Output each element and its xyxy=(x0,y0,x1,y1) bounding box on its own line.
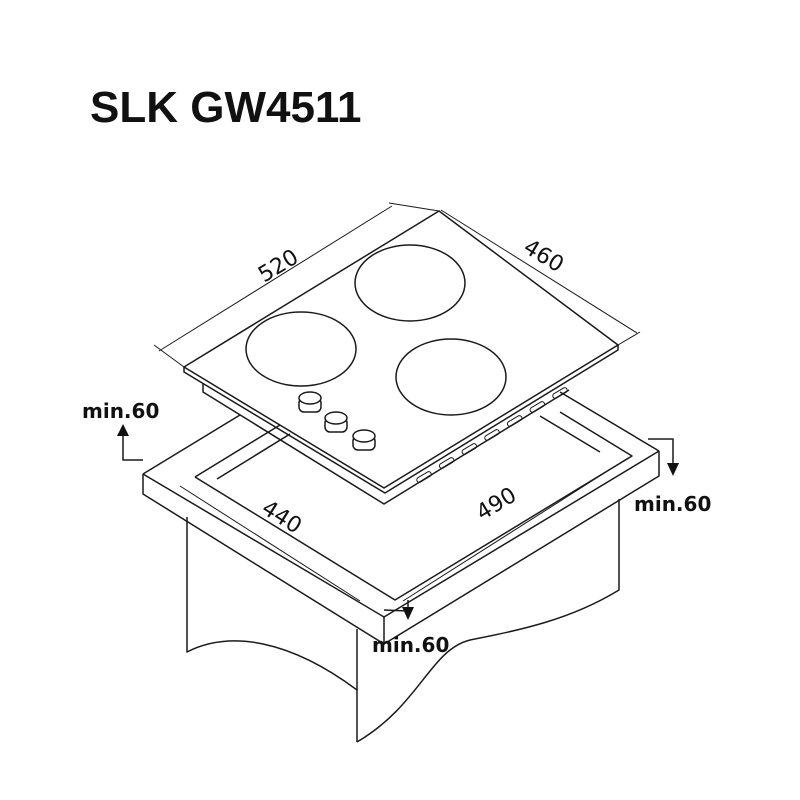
burner-right xyxy=(395,338,507,416)
hob xyxy=(183,210,619,505)
vent-slot xyxy=(529,401,546,413)
burner-left xyxy=(245,311,357,387)
vent-slot xyxy=(416,471,432,483)
clearance-left: min.60 xyxy=(82,399,159,461)
cutout-outline xyxy=(194,411,633,601)
arrow-up-icon xyxy=(117,424,129,436)
cabinet-left-side xyxy=(186,517,358,691)
control-knobs xyxy=(298,391,376,451)
vent-slots xyxy=(416,387,568,483)
vent-slot xyxy=(461,443,478,455)
knob-3 xyxy=(352,429,376,451)
vent-slot xyxy=(552,387,568,399)
arrow-down-icon xyxy=(667,463,679,476)
countertop xyxy=(142,391,660,645)
vent-slot xyxy=(484,429,500,441)
dim-490: 490 xyxy=(472,483,521,526)
cabinet xyxy=(186,499,620,743)
clearance-left-label: min.60 xyxy=(82,399,159,423)
model-title: SLK GW4511 xyxy=(90,83,361,132)
dim-440: 440 xyxy=(257,496,306,539)
knob-2 xyxy=(324,411,348,433)
clearance-front: min.60 xyxy=(372,600,449,657)
burner-back xyxy=(354,244,466,322)
clearance-front-label: min.60 xyxy=(372,633,449,657)
cabinet-right-side xyxy=(356,499,620,743)
vent-slot xyxy=(438,457,455,469)
knob-1 xyxy=(298,391,322,413)
clearance-right-label: min.60 xyxy=(634,492,711,516)
clearance-right: min.60 xyxy=(634,438,711,516)
vent-slot xyxy=(506,415,523,427)
dim-460: 460 xyxy=(519,235,568,278)
dim-520: 520 xyxy=(254,245,303,288)
arrow-down-icon xyxy=(402,607,414,620)
